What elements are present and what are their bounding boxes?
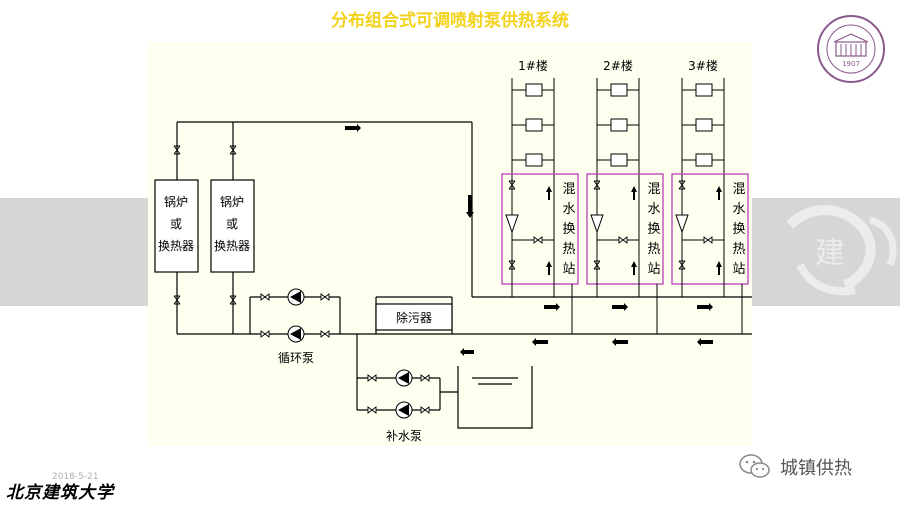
account-name: 城镇供热 [780, 458, 852, 479]
heat-source-1-line-1: 锅炉 [164, 194, 188, 209]
svg-text:建: 建 [815, 236, 845, 271]
heat-source-1-line-2: 或 [170, 217, 182, 231]
heat-source-box-2 [210, 179, 255, 273]
heat-source-2-line-1: 锅炉 [220, 194, 244, 209]
pipe-network [176, 121, 752, 429]
station-1-label: 混水换热站 [562, 182, 575, 277]
building-2-label: 2#楼 [603, 58, 633, 73]
building-1 [501, 78, 579, 334]
station-3-label: 混水换热站 [732, 182, 745, 277]
makeup-pump-label: 补水泵 [386, 429, 422, 443]
heat-source-2-line-3: 换热器 [214, 239, 250, 253]
flow-arrows [345, 124, 722, 356]
slide-title: 分布组合式可调喷射泵供热系统 [331, 11, 569, 31]
slide-date: 2018-5-21 [52, 472, 99, 482]
building-3 [671, 78, 749, 334]
school-name: 北京建筑大学 [6, 483, 114, 503]
filter-label: 除污器 [396, 310, 432, 325]
heat-source-box-1 [154, 179, 199, 273]
heating-system-diagram: 1#楼 2#楼 3#楼 锅炉 或 换热器 锅炉 或 换热器 除污器 循环泵 补水… [154, 58, 752, 443]
building-2 [586, 78, 664, 334]
university-logo: 1907 [816, 14, 886, 84]
heat-source-2-line-2: 或 [226, 217, 238, 231]
watermark-emblem: 建 [770, 205, 900, 300]
logo-year: 1907 [842, 60, 860, 68]
ejector-symbols [505, 214, 689, 234]
building-1-label: 1#楼 [518, 58, 548, 73]
wechat-icon [738, 452, 772, 482]
building-3-label: 3#楼 [688, 58, 718, 73]
valves [173, 145, 713, 414]
filter-box [375, 303, 453, 331]
diagram-canvas: 1#楼 2#楼 3#楼 锅炉 或 换热器 锅炉 或 换热器 除污器 循环泵 补水… [148, 42, 752, 446]
circulation-pump-label: 循环泵 [278, 351, 314, 365]
station-2-label: 混水换热站 [647, 182, 660, 277]
heat-source-1-line-3: 换热器 [158, 239, 194, 253]
